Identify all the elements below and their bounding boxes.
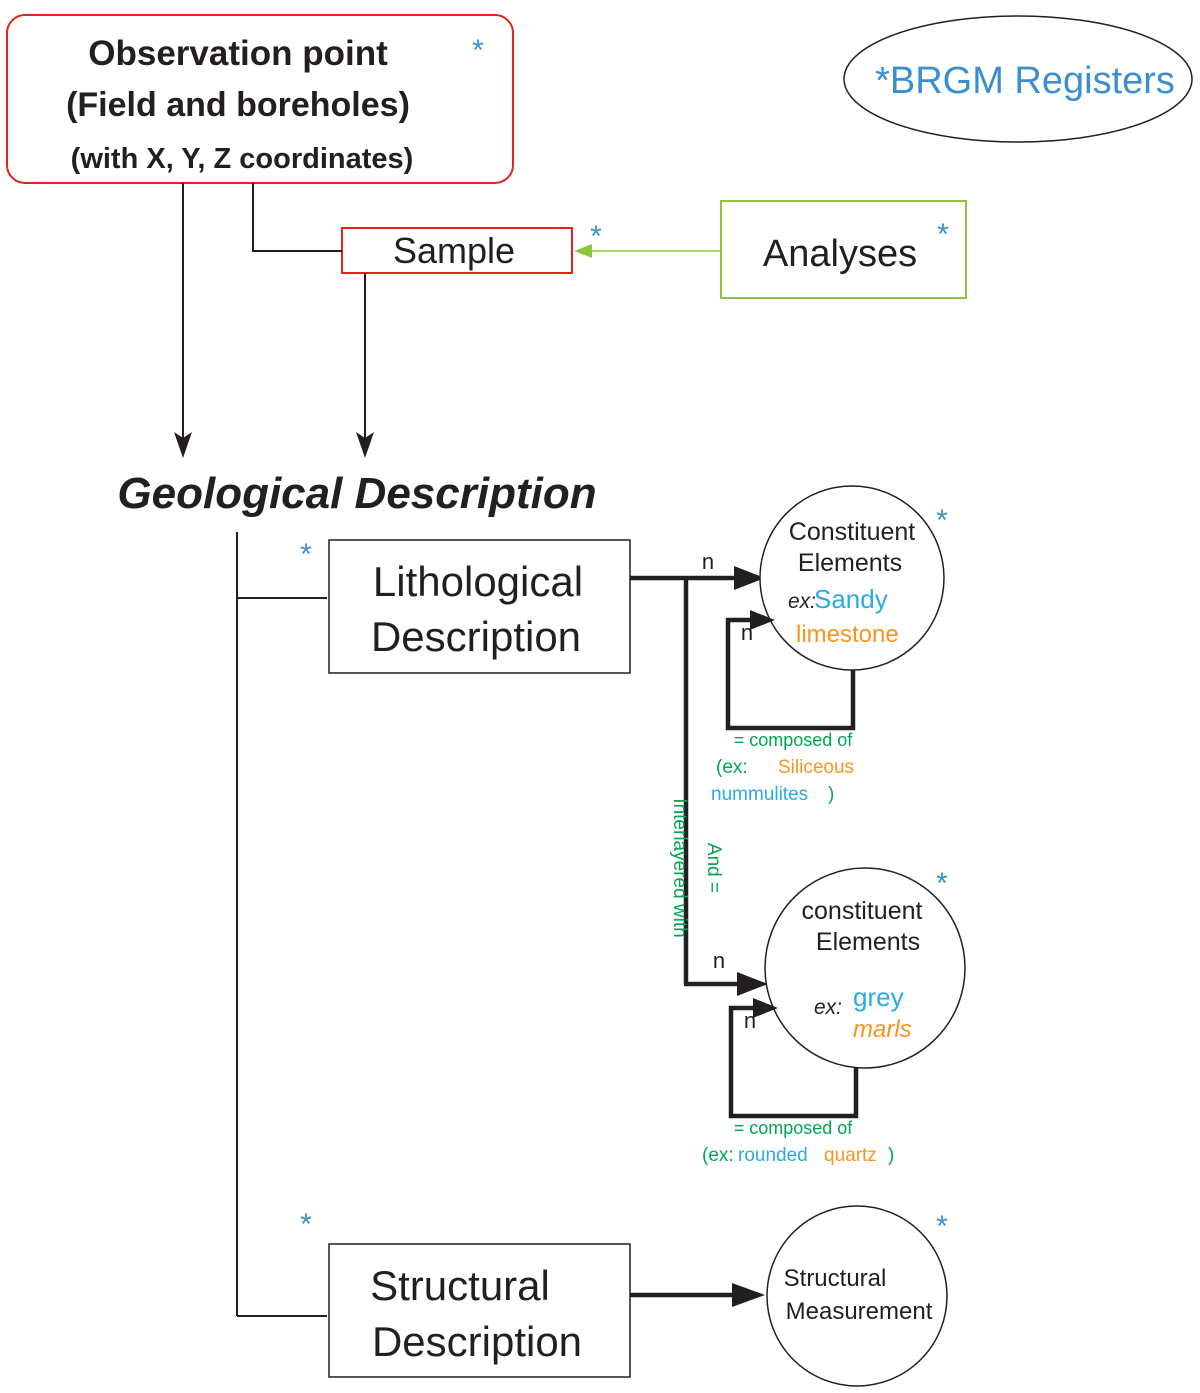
- composed-of-word-1: rounded: [738, 1145, 808, 1166]
- constituent-elements-circle-2: [764, 867, 966, 1069]
- lithological-description-line1: Lithological: [373, 558, 583, 605]
- structural-to-measurement-arrow: [630, 1283, 765, 1307]
- lithological-description-node[interactable]: Lithological Description *: [300, 538, 631, 674]
- composed-of-loop-2: n: [728, 998, 859, 1119]
- structural-description-node[interactable]: Structural Description *: [300, 1208, 631, 1378]
- structural-description-line2: Description: [372, 1318, 582, 1365]
- brgm-registers-legend: *BRGM Registers: [843, 15, 1193, 143]
- register-asterisk: *: [936, 867, 948, 900]
- register-asterisk: *: [300, 538, 312, 571]
- interlayered-line1: And =: [703, 843, 724, 893]
- structural-measurement-node[interactable]: Structural Measurement *: [766, 1205, 948, 1387]
- legend-ellipse: [843, 15, 1193, 143]
- cardinality-label: n: [702, 549, 714, 574]
- composed-of-ex-open: (ex:: [702, 1145, 734, 1166]
- constituent-elements-node-2[interactable]: constituent Elements ex: grey marls *: [764, 867, 966, 1069]
- composed-of-close: ): [828, 784, 834, 805]
- register-asterisk: *: [937, 218, 949, 251]
- sample-to-geology-arrow: [356, 273, 374, 458]
- constituent-elements-line2: Elements: [816, 928, 920, 956]
- example-word-1: grey: [853, 982, 904, 1012]
- analyses-box: [720, 200, 967, 299]
- cardinality-label: n: [744, 1008, 756, 1033]
- observation-point-title: Observation point: [88, 34, 388, 73]
- observation-point-coordinates: (with X, Y, Z coordinates): [71, 143, 414, 175]
- example-word-1: Sandy: [814, 584, 888, 614]
- register-asterisk: *: [936, 1210, 948, 1243]
- constituent-elements-line1: Constituent: [789, 518, 916, 546]
- composed-of-word-1: Siliceous: [778, 757, 854, 778]
- observation-point-box: [6, 14, 514, 184]
- lithology-to-constituent-1-arrow: n: [630, 549, 765, 590]
- composed-of-loop-1: n: [725, 610, 856, 731]
- interlayered-line2: Interlayered with: [669, 798, 690, 937]
- composed-of-label: = composed of: [734, 730, 854, 750]
- analyses-node[interactable]: Analyses *: [720, 200, 967, 299]
- register-asterisk: *: [590, 220, 602, 253]
- composed-of-ex-open: (ex:: [716, 757, 748, 778]
- constituent-elements-line1: constituent: [802, 897, 923, 925]
- constituent-elements-line2: Elements: [798, 549, 902, 577]
- observation-point-node[interactable]: Observation point (Field and boreholes) …: [6, 14, 514, 184]
- lithological-description-line2: Description: [371, 613, 581, 660]
- geological-description-title: Geological Description: [117, 469, 596, 518]
- structural-measurement-line2: Measurement: [786, 1298, 933, 1325]
- structural-measurement-line1: Structural: [784, 1265, 887, 1292]
- lithological-description-box: [328, 539, 631, 674]
- structural-measurement-circle: [766, 1205, 948, 1387]
- geology-tree-connector: [236, 532, 327, 1317]
- example-prefix: ex:: [788, 590, 816, 613]
- constituent-elements-node-1[interactable]: Constituent Elements ex: Sandy limestone…: [759, 485, 948, 671]
- composed-of-close: ): [888, 1145, 894, 1166]
- interlayered-label: And = Interlayered with: [669, 798, 724, 937]
- register-asterisk: *: [300, 1208, 312, 1241]
- sample-box: [341, 227, 573, 274]
- interlayered-connector: n: [683, 578, 768, 996]
- observation-to-sample-connector: [252, 183, 342, 252]
- analyses-to-sample-arrow: [574, 244, 721, 258]
- example-word-2: limestone: [796, 621, 899, 648]
- sample-label: Sample: [393, 230, 515, 271]
- observation-to-geology-arrow: [174, 183, 192, 458]
- composed-of-word-2: nummulites: [711, 784, 808, 805]
- example-word-2: marls: [853, 1016, 912, 1043]
- composed-of-word-2: quartz: [824, 1145, 877, 1166]
- cardinality-label: n: [741, 620, 753, 645]
- cardinality-label: n: [713, 948, 725, 973]
- analyses-label: Analyses: [763, 233, 917, 275]
- sample-node[interactable]: Sample *: [341, 220, 602, 274]
- legend-text: *BRGM Registers: [875, 60, 1175, 102]
- structural-description-box: [328, 1243, 631, 1378]
- composed-of-annotation-1: = composed of (ex: Siliceous nummulites …: [711, 730, 854, 805]
- register-asterisk: *: [936, 504, 948, 537]
- observation-point-subtitle: (Field and boreholes): [66, 86, 410, 124]
- register-asterisk: *: [472, 34, 484, 67]
- composed-of-annotation-2: = composed of (ex: rounded quartz ): [702, 1118, 894, 1166]
- composed-of-label: = composed of: [734, 1118, 854, 1138]
- example-prefix: ex:: [814, 996, 842, 1019]
- structural-description-line1: Structural: [370, 1262, 550, 1309]
